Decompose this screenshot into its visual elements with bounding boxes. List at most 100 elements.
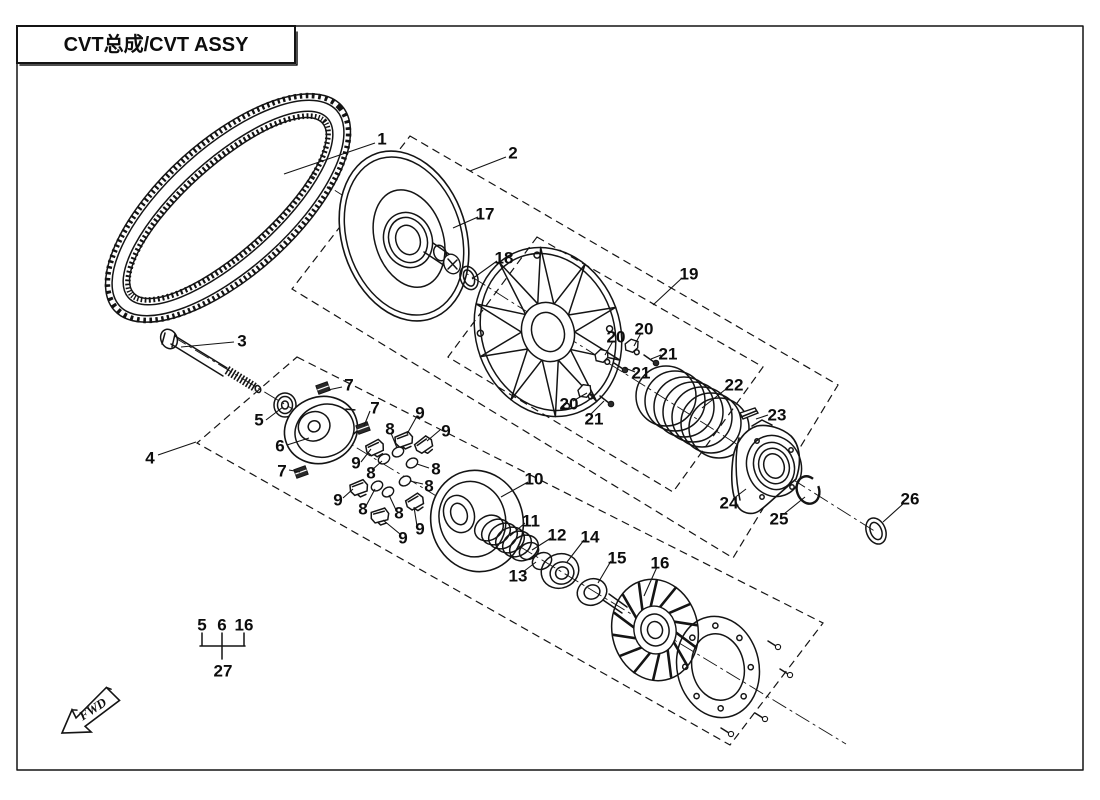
callout-21: 21 xyxy=(659,345,678,364)
legend-combined-number: 27 xyxy=(214,662,233,681)
callout-17: 17 xyxy=(476,205,495,224)
housing-ring xyxy=(752,441,796,491)
callout-7: 7 xyxy=(277,462,286,481)
callout-12: 12 xyxy=(548,526,567,545)
bearing-housing xyxy=(731,419,803,515)
callout-leader-lines xyxy=(157,142,904,597)
nut-groove xyxy=(357,425,369,431)
callout-18: 18 xyxy=(495,249,514,268)
callout-25: 25 xyxy=(770,510,789,529)
callout-9: 9 xyxy=(441,422,450,441)
mounting-plate xyxy=(675,615,761,719)
callout-3: 3 xyxy=(237,332,246,351)
title-box xyxy=(16,25,296,64)
spider-hub xyxy=(520,301,576,363)
housing-flange xyxy=(731,424,801,515)
belt-outer-tooth-root xyxy=(111,99,345,317)
pivot-bolt xyxy=(159,328,262,394)
callout-15: 15 xyxy=(608,549,627,568)
legend-number-5: 5 xyxy=(197,616,206,635)
ramp-plate-hub xyxy=(297,410,331,442)
belt-core xyxy=(110,98,346,318)
legend-bracket xyxy=(199,632,246,660)
callout-8: 8 xyxy=(385,420,394,439)
compression-spring-11 xyxy=(473,514,540,562)
lock-nut-1 xyxy=(315,381,331,395)
assembly-box-19-movable-face xyxy=(447,236,764,493)
ramp-plate xyxy=(283,395,361,465)
sheave-hub-bearing xyxy=(382,211,434,269)
belt-outer-edge xyxy=(104,93,352,323)
sheave-rim-line xyxy=(343,156,465,316)
ramp-plate-rim xyxy=(283,395,359,465)
callout-19: 19 xyxy=(680,265,699,284)
callout-8: 8 xyxy=(358,500,367,519)
callout-7: 7 xyxy=(370,399,379,418)
callout-4: 4 xyxy=(145,449,155,468)
housing-boss xyxy=(745,434,803,498)
sliding-sheave-bore-inner xyxy=(449,502,469,526)
legend-number-6: 6 xyxy=(217,616,226,635)
o-ring-26 xyxy=(865,517,887,545)
title-box-shadow xyxy=(19,31,298,66)
flanged-nut-body xyxy=(276,395,294,415)
callout-20: 20 xyxy=(607,328,626,347)
drive-belt xyxy=(104,92,352,324)
callout-14: 14 xyxy=(581,528,600,547)
belt-inner-edge xyxy=(128,116,328,300)
callout-21: 21 xyxy=(632,364,651,383)
callout-24: 24 xyxy=(720,494,739,513)
page-title: CVT总成/CVT ASSY xyxy=(64,32,249,56)
sliding-sheave-bore xyxy=(442,494,476,534)
lock-nut-2 xyxy=(355,421,371,435)
ramp-plate-bore xyxy=(307,419,321,433)
callout-2: 2 xyxy=(508,144,517,163)
bolt-shank xyxy=(170,335,228,377)
sliding-sheave-cone xyxy=(438,480,507,558)
flanged-nut xyxy=(273,392,297,418)
nut-groove xyxy=(317,385,329,391)
screw-21a xyxy=(643,354,660,367)
callout-8: 8 xyxy=(424,477,433,496)
sheave-cone-line xyxy=(372,189,446,289)
callout-20: 20 xyxy=(560,395,579,414)
callout-13: 13 xyxy=(509,567,528,586)
callout-9: 9 xyxy=(415,520,424,539)
plate-inner xyxy=(690,633,746,701)
callout-21: 21 xyxy=(585,410,604,429)
lock-nut-3 xyxy=(293,465,309,479)
title-block: CVT总成/CVT ASSY xyxy=(16,25,298,66)
fan-hub-bore xyxy=(646,620,664,640)
flanged-nut-bore xyxy=(280,400,290,410)
spider-hub-bore xyxy=(530,311,566,353)
callout-8: 8 xyxy=(431,460,440,479)
belt-inner-tooth-root xyxy=(122,110,334,306)
callout-9: 9 xyxy=(351,454,360,473)
callout-9: 9 xyxy=(398,529,407,548)
callout-8: 8 xyxy=(366,464,375,483)
callout-11: 11 xyxy=(522,512,540,531)
fwd-arrow: FWD xyxy=(60,686,121,734)
nut-groove xyxy=(295,469,307,475)
housing-bore xyxy=(757,447,791,485)
plate-outer xyxy=(675,615,761,719)
bolt-tip xyxy=(254,384,262,394)
callout-9: 9 xyxy=(333,491,342,510)
fan-sheave xyxy=(610,578,700,682)
circlip xyxy=(795,475,821,505)
fwd-arrow-shape xyxy=(60,686,121,734)
ring-15 xyxy=(576,577,608,607)
sliding-sheave xyxy=(429,469,525,573)
plate-bolt-holes xyxy=(681,622,755,712)
callout-5: 5 xyxy=(254,411,263,430)
primary-fixed-sheave xyxy=(338,150,470,322)
callout-8: 8 xyxy=(394,504,403,523)
bearing-14 xyxy=(540,552,580,590)
assembly-box-2-drive-pulley xyxy=(291,135,839,559)
callout-1: 1 xyxy=(377,130,386,149)
plate-screws xyxy=(720,640,794,738)
bolt-threads xyxy=(224,366,259,392)
shaft-collar xyxy=(432,244,448,262)
